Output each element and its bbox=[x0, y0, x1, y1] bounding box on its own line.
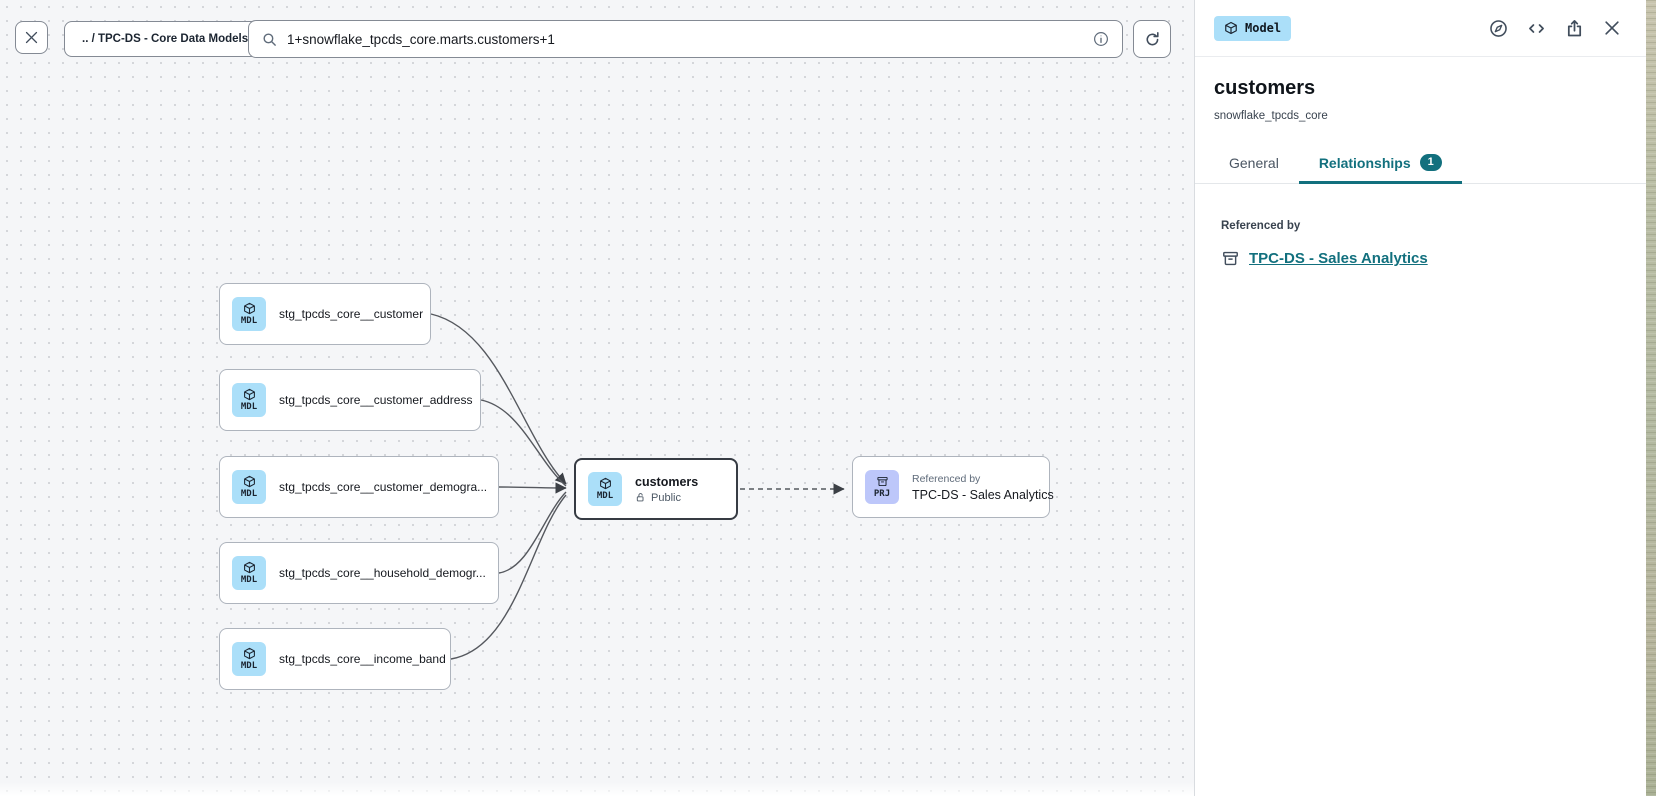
close-panel-button[interactable] bbox=[1601, 17, 1623, 39]
close-lineage-button[interactable] bbox=[15, 21, 48, 54]
tab-label: Relationships bbox=[1318, 154, 1411, 171]
project-badge: PRJ bbox=[865, 470, 899, 504]
model-badge: MDL bbox=[588, 472, 622, 506]
type-badge-label: Model bbox=[1245, 21, 1282, 35]
node-stg-tpcds-core-income-band[interactable]: MDL stg_tpcds_core__income_band bbox=[219, 628, 451, 690]
badge-label: MDL bbox=[240, 316, 258, 326]
visibility-label: Public bbox=[651, 491, 681, 504]
referenced-project-link[interactable]: TPC-DS - Sales Analytics bbox=[1249, 250, 1428, 267]
search-input[interactable] bbox=[287, 31, 1083, 47]
info-icon[interactable] bbox=[1092, 30, 1110, 48]
model-badge: MDL bbox=[232, 297, 266, 331]
panel-tabs: General Relationships 1 bbox=[1195, 144, 1646, 184]
explore-lineage-button[interactable] bbox=[1487, 17, 1509, 39]
close-icon bbox=[25, 31, 38, 44]
search-icon bbox=[263, 32, 276, 46]
node-stg-tpcds-core-customer[interactable]: MDL stg_tpcds_core__customer bbox=[219, 283, 431, 345]
refresh-icon bbox=[1146, 31, 1159, 45]
page-title: customers bbox=[1214, 77, 1316, 99]
close-icon bbox=[1605, 21, 1619, 35]
breadcrumb-label: .. / TPC-DS - Core Data Models bbox=[82, 33, 249, 45]
panel-title-block: customers snowflake_tpcds_core bbox=[1195, 57, 1646, 122]
cube-icon bbox=[243, 302, 256, 315]
cube-icon bbox=[1224, 21, 1238, 35]
node-label: stg_tpcds_core__customer_demogra... bbox=[279, 480, 488, 494]
lock-open-icon bbox=[636, 493, 644, 502]
node-stg-tpcds-core-customer-demographics[interactable]: MDL stg_tpcds_core__customer_demogra... bbox=[219, 456, 499, 518]
node-label: stg_tpcds_core__customer_address bbox=[279, 393, 473, 407]
section-title: Referenced by bbox=[1221, 220, 1301, 232]
node-label: customers bbox=[635, 474, 699, 489]
lineage-canvas[interactable]: .. / TPC-DS - Core Data Models MDL bbox=[0, 0, 1194, 796]
model-badge: MDL bbox=[232, 642, 266, 676]
refresh-button[interactable] bbox=[1133, 20, 1171, 58]
breadcrumb[interactable]: .. / TPC-DS - Core Data Models bbox=[64, 21, 267, 57]
referenced-by-section: Referenced by TPC-DS - Sales Analytics bbox=[1195, 184, 1646, 268]
schema-subtitle: snowflake_tpcds_core bbox=[1214, 110, 1328, 122]
lineage-search[interactable] bbox=[248, 20, 1123, 58]
node-caption: Referenced by bbox=[912, 472, 981, 485]
node-stg-tpcds-core-household-demographics[interactable]: MDL stg_tpcds_core__household_demogr... bbox=[219, 542, 499, 604]
archive-icon bbox=[1221, 249, 1240, 268]
node-label: stg_tpcds_core__household_demogr... bbox=[279, 566, 486, 580]
node-label: stg_tpcds_core__income_band bbox=[279, 652, 446, 666]
detail-panel: Model bbox=[1194, 0, 1646, 796]
node-label: TPC-DS - Sales Analytics bbox=[912, 487, 1054, 502]
view-code-button[interactable] bbox=[1525, 17, 1547, 39]
cube-icon bbox=[599, 477, 612, 490]
model-type-badge: Model bbox=[1214, 15, 1292, 41]
cube-icon bbox=[243, 561, 256, 574]
compass-icon bbox=[1489, 19, 1507, 37]
tab-label: General bbox=[1229, 154, 1279, 171]
model-badge: MDL bbox=[232, 556, 266, 590]
badge-label: MDL bbox=[240, 575, 258, 585]
model-badge: MDL bbox=[232, 383, 266, 417]
badge-label: MDL bbox=[596, 491, 614, 501]
lineage-edges bbox=[430, 313, 845, 660]
model-badge: MDL bbox=[232, 470, 266, 504]
node-customers-selected[interactable]: MDL customers Public bbox=[574, 458, 738, 520]
panel-header: Model bbox=[1195, 0, 1646, 57]
node-label: stg_tpcds_core__customer bbox=[279, 307, 424, 321]
node-stg-tpcds-core-customer-address[interactable]: MDL stg_tpcds_core__customer_address bbox=[219, 369, 481, 431]
relationship-count-badge: 1 bbox=[1419, 154, 1442, 171]
badge-label: MDL bbox=[240, 402, 258, 412]
cube-icon bbox=[243, 647, 256, 660]
tab-general[interactable]: General bbox=[1209, 144, 1299, 183]
share-icon bbox=[1567, 19, 1581, 36]
desktop-wallpaper-strip bbox=[1646, 0, 1656, 796]
panel-actions bbox=[1487, 17, 1623, 39]
badge-label: PRJ bbox=[873, 489, 891, 499]
node-referenced-by-project[interactable]: PRJ Referenced by TPC-DS - Sales Analyti… bbox=[852, 456, 1054, 518]
code-icon bbox=[1528, 23, 1544, 33]
referenced-project-row: TPC-DS - Sales Analytics bbox=[1221, 249, 1622, 268]
cube-icon bbox=[243, 388, 256, 401]
archive-icon bbox=[876, 475, 889, 488]
badge-label: MDL bbox=[240, 489, 258, 499]
tab-relationships[interactable]: Relationships 1 bbox=[1298, 144, 1462, 184]
share-button[interactable] bbox=[1563, 17, 1585, 39]
cube-icon bbox=[243, 475, 256, 488]
badge-label: MDL bbox=[240, 661, 258, 671]
